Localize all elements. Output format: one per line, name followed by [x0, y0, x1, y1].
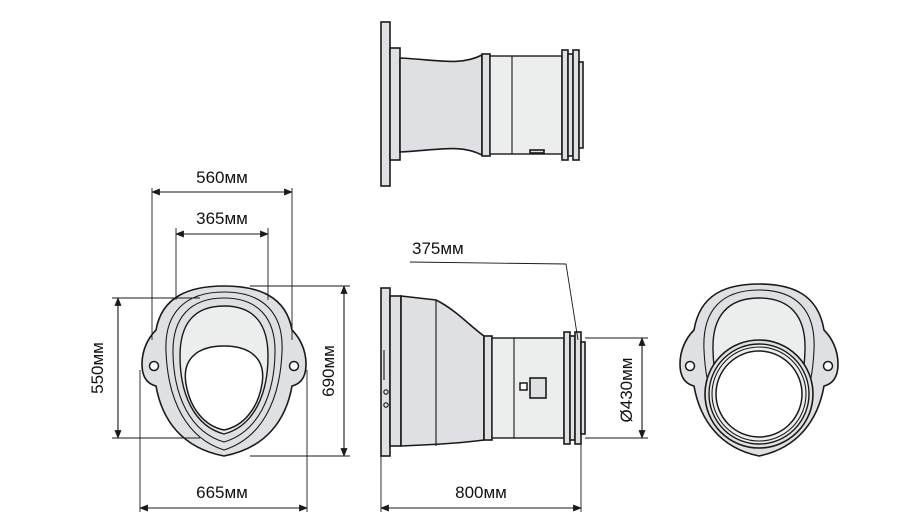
top-tapered-body [399, 53, 483, 157]
top-seal-4 [578, 61, 584, 149]
top-ring-1 [481, 53, 491, 157]
right-lug-hole [288, 360, 300, 372]
dim-550: 550мм [88, 342, 107, 394]
dim-430: Ø430мм [617, 358, 636, 423]
dim-560: 560мм [196, 168, 248, 187]
top-seal-3 [572, 49, 580, 161]
top-flange-plate [380, 21, 391, 187]
side-seal-4 [580, 341, 586, 435]
front-dimensions: 560мм 365мм 550мм 690мм 665мм [88, 168, 350, 512]
side-view [380, 287, 586, 457]
rear-left-lug-hole [684, 360, 696, 372]
rear-opening [715, 350, 803, 438]
dim-800: 800мм [455, 483, 507, 502]
side-dimensions: 375мм Ø430мм 800мм [380, 239, 648, 512]
top-side-view [380, 21, 584, 187]
dim-375: 375мм [412, 239, 464, 258]
front-opening [184, 345, 264, 431]
side-seal-1 [563, 331, 571, 445]
side-cone [400, 295, 485, 447]
dim-365: 365мм [196, 209, 248, 228]
front-oval-view [141, 285, 307, 457]
side-label-box [519, 382, 528, 391]
side-label-plate [529, 377, 547, 399]
side-cylinder [491, 337, 565, 439]
dim-665: 665мм [196, 483, 248, 502]
side-flange-plate [380, 287, 391, 457]
top-seal-1 [561, 49, 569, 161]
side-seal-3 [574, 331, 582, 445]
top-cylinder [489, 55, 563, 155]
rear-right-lug-hole [822, 360, 834, 372]
left-lug-hole [148, 360, 160, 372]
rear-view [679, 283, 839, 457]
dim-690: 690мм [319, 345, 338, 397]
top-flange-ring [389, 47, 401, 161]
side-ring-1 [483, 335, 493, 441]
top-slot [529, 149, 545, 154]
side-flange-ring [389, 295, 402, 447]
